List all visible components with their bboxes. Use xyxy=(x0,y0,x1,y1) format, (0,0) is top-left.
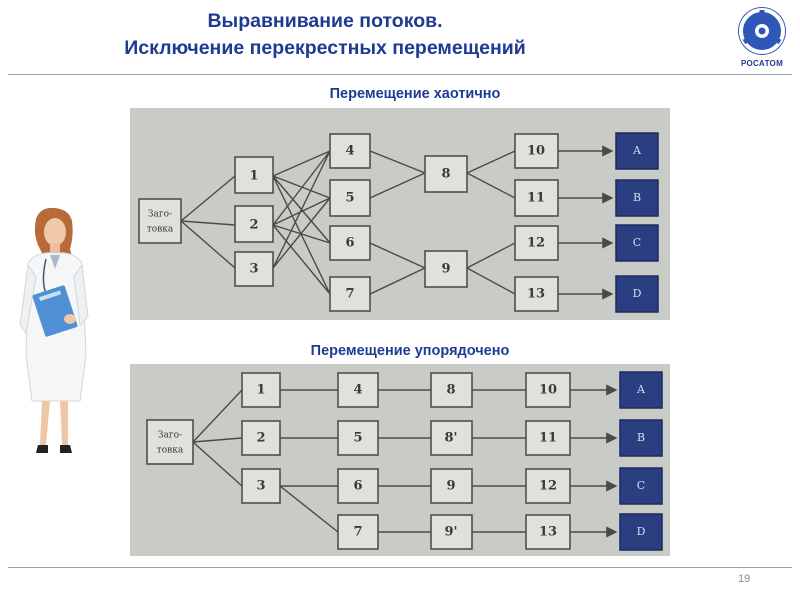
diagram-1-caption: Перемещение хаотично xyxy=(329,86,501,102)
ordered-flow-diagram: Заго- товка 1 2 3 4 5 6 7 8 8' 9 9' 10 1… xyxy=(130,364,670,556)
process-node: 4 xyxy=(337,372,379,408)
output-label: A xyxy=(632,144,642,157)
process-node: 10 xyxy=(514,133,559,169)
process-node: 1 xyxy=(234,156,274,194)
node-label: 12 xyxy=(527,236,545,251)
output-node: C xyxy=(619,467,663,505)
node-label: 8 xyxy=(441,167,450,182)
source-node: Заго- товка xyxy=(146,419,194,465)
node-label: 3 xyxy=(256,479,265,494)
node-label: 7 xyxy=(345,287,354,302)
source-label-line-1: Заго- xyxy=(148,210,172,220)
process-node: 1 xyxy=(241,372,281,408)
process-node: 12 xyxy=(525,468,571,504)
node-label: 1 xyxy=(249,169,258,184)
node-label: 9 xyxy=(446,479,455,494)
process-node: 8 xyxy=(430,372,473,408)
process-node: 7 xyxy=(329,276,371,312)
slide-title-line-2: Исключение перекрестных перемещений xyxy=(124,37,526,59)
output-label: B xyxy=(637,431,645,444)
rosatom-emblem-icon xyxy=(738,7,786,55)
node-label: 3 xyxy=(249,262,258,277)
rosatom-logo: РОСАТОМ xyxy=(731,3,793,71)
process-node: 13 xyxy=(525,514,571,550)
node-label: 9' xyxy=(444,525,457,540)
node-label: 8' xyxy=(444,431,457,446)
footer-divider xyxy=(8,567,792,568)
node-label: 6 xyxy=(345,236,354,251)
process-node: 9 xyxy=(430,468,473,504)
output-label: A xyxy=(636,383,646,396)
logo-text: РОСАТОМ xyxy=(740,59,784,68)
node-label: 5 xyxy=(353,431,362,446)
output-node: D xyxy=(619,513,663,551)
process-node: 9 xyxy=(424,250,468,288)
node-label: 9 xyxy=(441,262,450,277)
output-node: B xyxy=(615,179,659,217)
node-label: 2 xyxy=(249,218,258,233)
node-label: 11 xyxy=(539,431,557,446)
node-label: 8 xyxy=(446,383,455,398)
process-node: 9' xyxy=(430,514,473,550)
process-node: 4 xyxy=(329,133,371,169)
node-label: 2 xyxy=(256,431,265,446)
process-node: 2 xyxy=(241,420,281,456)
node-label: 12 xyxy=(539,479,557,494)
slide-title: Выравнивание потоков. Исключение перекре… xyxy=(80,8,570,62)
process-node: 11 xyxy=(525,420,571,456)
source-label-line-2: товка xyxy=(157,446,184,456)
output-label: B xyxy=(633,191,641,204)
node-label: 13 xyxy=(539,525,557,540)
output-label: D xyxy=(637,525,646,538)
process-node: 13 xyxy=(514,276,559,312)
process-node: 8' xyxy=(430,420,473,456)
node-label: 4 xyxy=(353,383,362,398)
node-label: 4 xyxy=(345,144,354,159)
output-label: C xyxy=(637,479,645,492)
process-node: 2 xyxy=(234,205,274,243)
doctor-illustration xyxy=(14,205,96,467)
node-label: 7 xyxy=(353,525,362,540)
diagram-2-caption: Перемещение упорядочено xyxy=(310,343,510,359)
output-node: D xyxy=(615,275,659,313)
slide-title-line-1: Выравнивание потоков. xyxy=(207,10,443,32)
source-node: Заго- товка xyxy=(138,198,182,244)
node-label: 10 xyxy=(527,144,545,159)
process-node: 11 xyxy=(514,179,559,217)
process-node: 6 xyxy=(337,468,379,504)
process-node: 5 xyxy=(329,179,371,217)
process-node: 3 xyxy=(234,251,274,287)
output-node: C xyxy=(615,224,659,262)
process-node: 3 xyxy=(241,468,281,504)
process-node: 5 xyxy=(337,420,379,456)
page-number: 19 xyxy=(738,573,751,585)
node-label: 10 xyxy=(539,383,557,398)
process-node: 6 xyxy=(329,225,371,261)
process-node: 8 xyxy=(424,155,468,193)
node-label: 13 xyxy=(527,287,545,302)
node-label: 6 xyxy=(353,479,362,494)
node-label: 11 xyxy=(527,191,545,206)
node-label: 5 xyxy=(345,191,354,206)
node-label: 1 xyxy=(256,383,265,398)
process-node: 7 xyxy=(337,514,379,550)
output-label: C xyxy=(633,236,641,249)
chaotic-flow-diagram: Заго- товка 1 2 3 4 5 6 7 8 9 10 11 12 1… xyxy=(130,108,670,320)
header-divider xyxy=(8,74,792,75)
source-label-line-1: Заго- xyxy=(158,431,182,441)
process-node: 10 xyxy=(525,372,571,408)
output-node: A xyxy=(619,371,663,409)
output-node: B xyxy=(619,419,663,457)
output-label: D xyxy=(633,287,642,300)
source-label-line-2: товка xyxy=(147,225,174,235)
output-node: A xyxy=(615,132,659,170)
process-node: 12 xyxy=(514,225,559,261)
